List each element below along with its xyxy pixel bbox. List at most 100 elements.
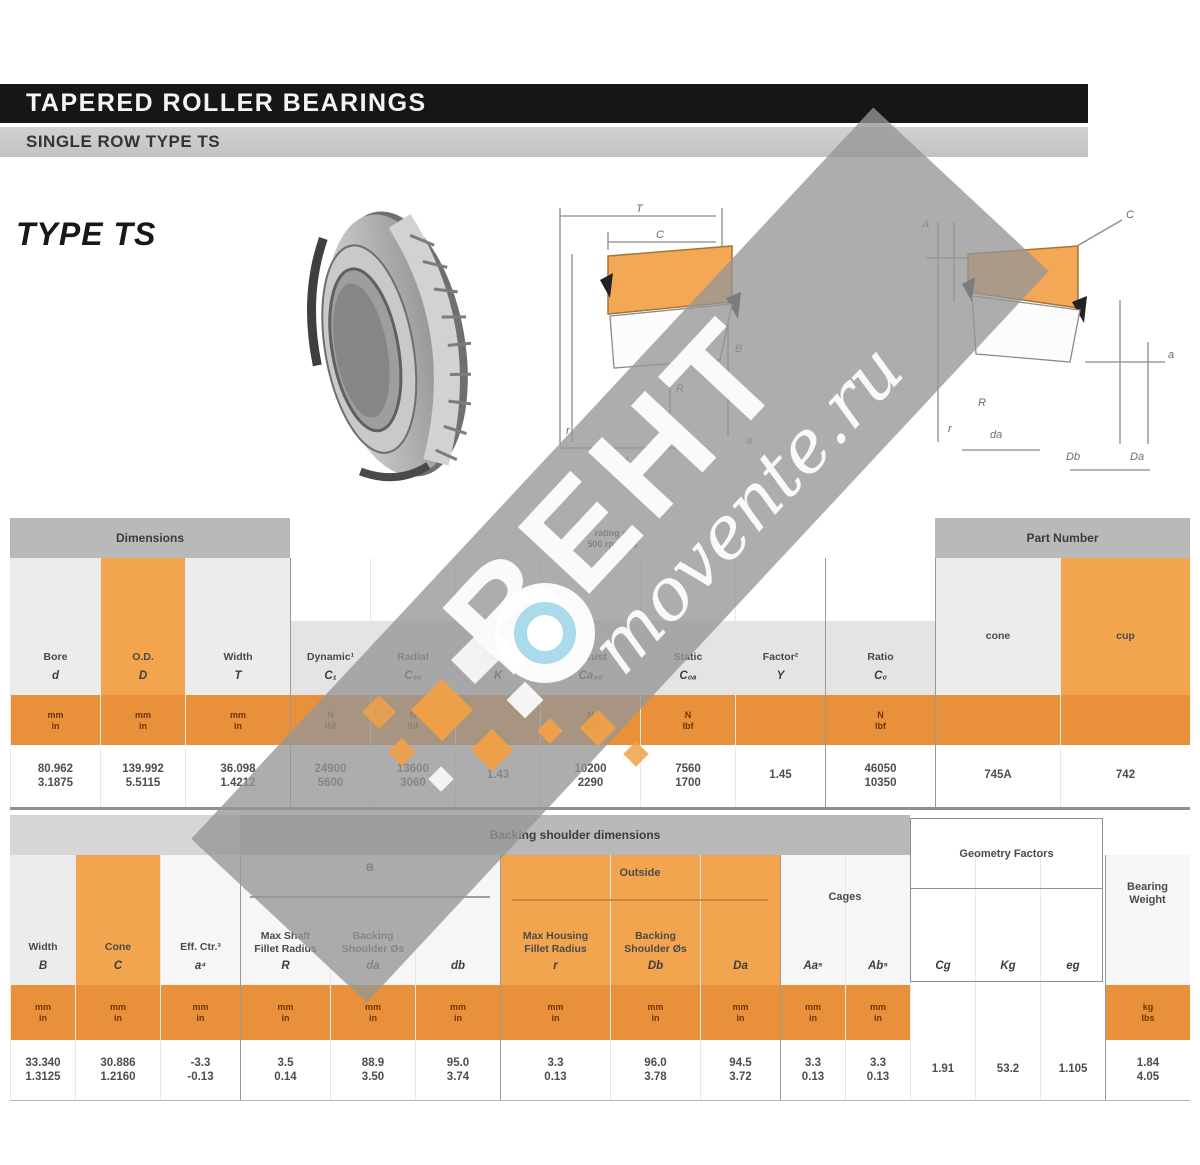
unit-label: in — [551, 1013, 560, 1023]
unit-cell: mm in — [186, 695, 290, 745]
cell-value: 5.5115 — [125, 776, 161, 789]
column-header: Cg — [911, 855, 975, 985]
unit-cell — [1041, 985, 1105, 1040]
col-symbol: C₀ₐ — [679, 670, 697, 682]
cell-value: 46050 — [864, 762, 897, 775]
data-cell: 742 — [1061, 745, 1190, 807]
data-cell: -3.3 -0.13 — [161, 1040, 240, 1100]
dim-label: Da — [1130, 451, 1144, 463]
col-label: Cone — [104, 941, 132, 953]
cell-value: 30.886 — [100, 1056, 136, 1069]
data-cell: 3.3 0.13 — [501, 1040, 610, 1100]
data-cell: 3.3 0.13 — [846, 1040, 910, 1100]
col-symbol: Aa⁵ — [803, 960, 823, 972]
column-header: Backing Shoulder Øs Db — [611, 855, 700, 985]
cell-value: 3.78 — [644, 1070, 667, 1083]
unit-label: in — [281, 1013, 290, 1023]
col-symbol: T — [234, 670, 242, 682]
column-header: Cone C — [76, 855, 160, 985]
weight-label: Bearing Weight — [1127, 881, 1168, 906]
table-column: Kg 53.2 — [975, 855, 1040, 1100]
unit-label: in — [874, 1013, 882, 1023]
cell-value: 7560 — [675, 762, 701, 775]
dim-label: C — [656, 229, 664, 241]
table-column: kg lbs 1.84 4.05 — [1105, 855, 1190, 1100]
data-cell: 745A — [936, 745, 1060, 807]
data-cell: 1.45 — [736, 745, 825, 807]
unit-label: lbf — [682, 720, 694, 731]
col-symbol: B — [38, 960, 48, 972]
cell-value: 0.13 — [801, 1070, 825, 1083]
column-header: Ratio C₀ — [826, 558, 935, 695]
data-cell: 1.84 4.05 — [1106, 1040, 1190, 1100]
table-column: Width T mm in 36.098 1.4212 — [185, 558, 290, 807]
unit-cell: mm in — [331, 985, 415, 1040]
unit-cell: mm in — [846, 985, 910, 1040]
unit-label: mm — [34, 1002, 51, 1012]
watermark-logo — [495, 583, 595, 683]
column-header: Aa⁵ — [781, 855, 845, 985]
dim-label: Db — [1066, 451, 1080, 463]
col-label: Fillet Radius — [254, 943, 317, 955]
unit-cell: mm in — [701, 985, 780, 1040]
cell-value: 1.84 — [1136, 1056, 1160, 1069]
data-cell: 3.3 0.13 — [781, 1040, 845, 1100]
cell-value: 3.50 — [361, 1070, 385, 1083]
unit-cell: mm in — [76, 985, 160, 1040]
cell-value: 95.0 — [446, 1056, 470, 1069]
cell-value: 94.5 — [729, 1056, 752, 1069]
cell-value: 3.74 — [446, 1070, 470, 1083]
table-column: O.D. D mm in 139.992 5.5115 — [100, 558, 185, 807]
page-subtitle: SINGLE ROW TYPE TS — [26, 132, 221, 151]
cell-value: 53.2 — [996, 1063, 1020, 1075]
column-header: cone — [936, 558, 1060, 695]
table-column: Max Housing Fillet Radius r mm in 3.3 0.… — [500, 855, 610, 1100]
table-column: Bore d mm in 80.962 3.1875 — [10, 558, 100, 807]
col-label: Ratio — [867, 651, 894, 663]
cell-value: 1700 — [675, 776, 701, 789]
group-weight-spacer — [1105, 815, 1190, 855]
unit-label: mm — [109, 1002, 126, 1012]
col-label: Shoulder Øs — [624, 943, 687, 955]
page-title: TAPERED ROLLER BEARINGS — [26, 89, 427, 117]
unit-label: in — [114, 1013, 122, 1023]
cell-value: 0.13 — [544, 1070, 567, 1083]
divider-line — [512, 899, 768, 901]
unit-label: mm — [732, 1002, 749, 1012]
data-cell: 94.5 3.72 — [701, 1040, 780, 1100]
unit-label: N — [877, 709, 884, 720]
cell-value: -3.3 — [190, 1056, 211, 1069]
col-label: Backing — [635, 930, 676, 942]
unit-label: mm — [229, 709, 246, 720]
col-symbol: db — [450, 960, 466, 972]
table-column: Width B mm in 33.340 1.3125 — [10, 855, 75, 1100]
subgroup-cup: Outside — [619, 867, 661, 879]
column-header: Eff. Ctr.³ a⁴ — [161, 855, 240, 985]
column-header: cup — [1061, 558, 1190, 695]
col-label: Fillet Radius — [524, 943, 587, 955]
cell-value: 2290 — [577, 776, 604, 789]
col-symbol: Cg — [935, 960, 951, 972]
col-symbol: eg — [1066, 960, 1080, 972]
unit-cell: mm in — [161, 985, 240, 1040]
col-label: Width — [28, 941, 58, 953]
unit-cell: mm in — [611, 985, 700, 1040]
unit-label: in — [196, 1013, 205, 1023]
unit-cell — [736, 695, 825, 745]
col-symbol: a⁴ — [194, 960, 207, 972]
data-cell: 30.886 1.2160 — [76, 1040, 160, 1100]
unit-label: mm — [277, 1002, 294, 1012]
cell-value: 1.105 — [1058, 1063, 1088, 1075]
col-label: O.D. — [132, 651, 154, 663]
geometry-factors-box: Geometry Factors — [910, 818, 1103, 982]
column-header — [1106, 855, 1190, 985]
dim-label: C — [1126, 209, 1134, 221]
cell-value: 33.340 — [25, 1056, 61, 1069]
type-heading: TYPE TS — [16, 216, 157, 252]
unit-cell: N lbf — [826, 695, 935, 745]
column-header: Bore d — [11, 558, 100, 695]
unit-cell: kg lbs — [1106, 985, 1190, 1040]
cell-value: 3.3 — [547, 1056, 564, 1069]
unit-cell: N lbf — [641, 695, 735, 745]
